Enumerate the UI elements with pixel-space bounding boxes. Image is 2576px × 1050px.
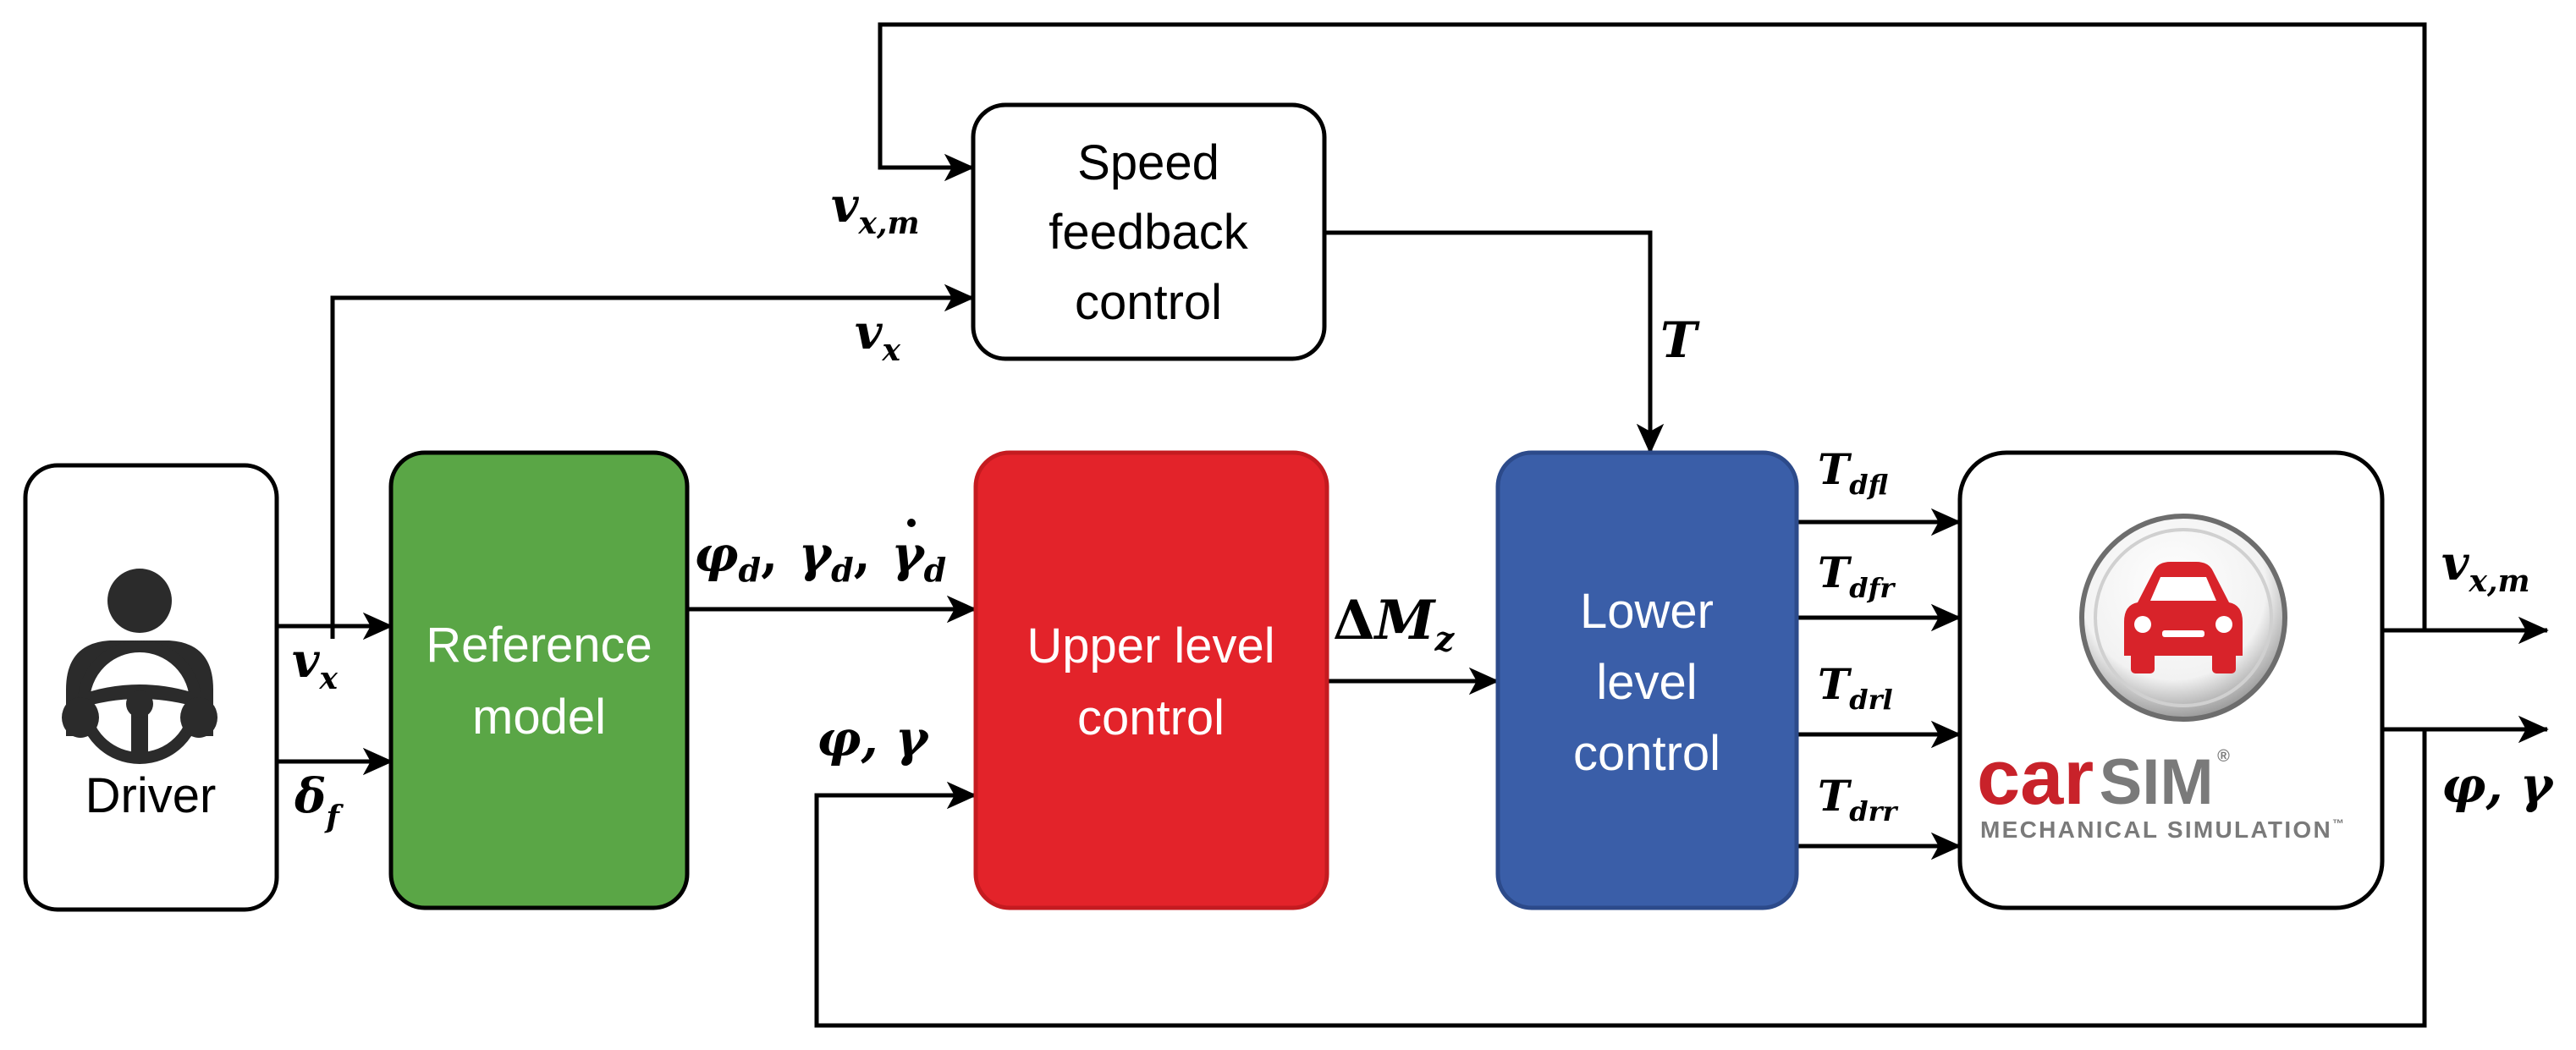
reference-model-label-line2: model bbox=[472, 690, 606, 745]
wire-speed-to-lower bbox=[1324, 230, 1665, 454]
label-out-phigamma: φ, γ bbox=[2441, 756, 2555, 814]
driver-label: Driver bbox=[85, 768, 217, 823]
carsim-brand-sim: SIM bbox=[2100, 746, 2214, 818]
carsim-registered: ® bbox=[2217, 747, 2230, 766]
label-delta-f: δf bbox=[294, 768, 344, 835]
lower-level-control-block: Lower level control bbox=[1495, 450, 1799, 910]
wire-feedback-vxm bbox=[878, 22, 2427, 630]
label-torque-t: T bbox=[1660, 311, 1700, 369]
gammadot-dot bbox=[907, 519, 916, 527]
speed-feedback-label-line2: feedback bbox=[1049, 205, 1248, 260]
label-tdrl: Tdrl bbox=[1818, 659, 1893, 716]
label-speed-vxm: vx,m bbox=[831, 178, 920, 241]
car-icon bbox=[2079, 514, 2287, 722]
speed-feedback-control-block: Speed feedback control bbox=[971, 102, 1327, 361]
lower-level-control-label-line3: control bbox=[1573, 726, 1720, 781]
label-tdfr: Tdfr bbox=[1818, 547, 1896, 604]
upper-level-control-label-line1: Upper level bbox=[1027, 618, 1274, 673]
speed-feedback-label-line3: control bbox=[1075, 275, 1222, 330]
label-vx-driver: vx bbox=[292, 633, 339, 696]
label-delta-mz: ΔMz bbox=[1333, 589, 1456, 659]
label-feedback-phigamma: φ, γ bbox=[817, 710, 930, 767]
speed-feedback-label-line1: Speed bbox=[1077, 135, 1219, 190]
carsim-brand: car SIM ® bbox=[1977, 734, 2230, 821]
label-speed-vx: vx bbox=[855, 305, 901, 368]
reference-model-block: Reference model bbox=[388, 450, 690, 910]
wire-vx-to-speed bbox=[330, 283, 975, 639]
wire-feedback-phigamma bbox=[814, 729, 2427, 1028]
speed-feedback-control-box bbox=[971, 102, 1327, 361]
lower-level-control-label-line1: Lower bbox=[1580, 584, 1714, 639]
lower-level-control-box bbox=[1495, 450, 1799, 910]
carsim-brand-car: car bbox=[1977, 734, 2094, 821]
wires bbox=[277, 22, 2549, 1028]
driver-steering-wheel-icon bbox=[62, 569, 217, 764]
upper-level-control-label-line2: control bbox=[1077, 690, 1225, 745]
upper-level-control-block: Upper level control bbox=[973, 450, 1329, 910]
label-tdfl: Tdfl bbox=[1818, 444, 1889, 501]
driver-block: Driver bbox=[23, 463, 279, 912]
reference-model-label-line1: Reference bbox=[426, 618, 652, 673]
label-tdrr: Tdrr bbox=[1818, 771, 1898, 827]
upper-level-control-box bbox=[973, 450, 1329, 910]
lower-level-control-label-line2: level bbox=[1596, 655, 1697, 710]
reference-model-box bbox=[388, 450, 690, 910]
label-reference-output: φd, γd, γd bbox=[694, 525, 946, 589]
label-out-vxm: vx,m bbox=[2441, 536, 2530, 599]
